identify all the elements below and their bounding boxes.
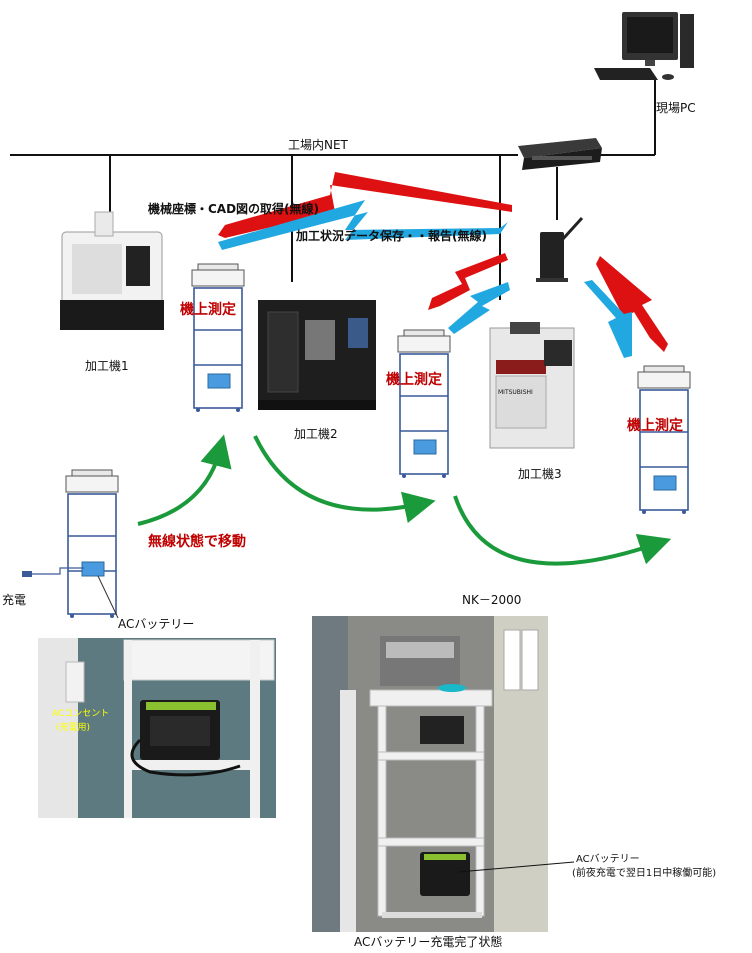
factory-net-label: 工場内NET [288, 138, 349, 152]
ac-battery2-leader [457, 861, 575, 873]
move-arrow-1 [137, 434, 232, 526]
move-arrow-2 [253, 435, 436, 524]
photo-caption: ACバッテリー充電完了状態 [354, 934, 502, 949]
wireless-save-label: 加工状況データ保存・・報告(無線) [295, 228, 487, 243]
site-pc-label: 現場PC [656, 101, 696, 115]
charge-label: 充電 [2, 592, 26, 607]
ac-outlet-sub: (充電用) [56, 721, 90, 733]
wireless-get-label: 機械座標・CAD図の取得(無線) [148, 201, 319, 216]
model-label: NK－2000 [462, 593, 521, 607]
measurement-cart-1 [191, 263, 245, 413]
red-arrow-to-cart3 [596, 256, 668, 352]
red-arrow-to-cart2 [428, 253, 508, 310]
battery-photo-left [38, 638, 276, 818]
blue-arrow-from-cart3 [584, 280, 632, 358]
measurement-cart-2 [397, 329, 451, 479]
machine3-brand: MITSUBISHI [498, 389, 533, 396]
measurement-cart-3 [637, 365, 691, 515]
onboard-measure-label-3: 機上測定 [627, 417, 683, 434]
measurement-cart-charging [65, 469, 119, 619]
ac-battery2-sub: (前夜充電で翌日1日中稼働可能) [572, 866, 716, 879]
site-pc-icon [594, 12, 694, 80]
machine1-icon [60, 211, 164, 330]
onboard-measure-label-2: 機上測定 [386, 371, 442, 388]
onboard-measure-label-1: 機上測定 [180, 301, 236, 318]
network-switch-icon [518, 138, 602, 170]
ac-battery2-label: ACバッテリー [576, 853, 640, 865]
ac-outlet-label: ACコンセント [52, 708, 109, 719]
charging-cable [32, 567, 84, 575]
blue-arrow-from-cart2 [448, 282, 510, 334]
plug-icon [22, 571, 32, 577]
wireless-router-icon [536, 216, 584, 282]
machine3-label: 加工機3 [518, 466, 562, 481]
battery-photo-right [312, 616, 548, 932]
machine1-label: 加工機1 [85, 358, 129, 373]
ac-battery-leader [97, 575, 119, 619]
move-arrow-3 [453, 495, 672, 566]
machine2-label: 加工機2 [294, 426, 338, 441]
ac-battery-label: ACバッテリー [118, 617, 194, 631]
machine3-icon [489, 322, 575, 449]
machine2-icon [258, 300, 376, 410]
move-wireless-label: 無線状態で移動 [148, 533, 246, 550]
